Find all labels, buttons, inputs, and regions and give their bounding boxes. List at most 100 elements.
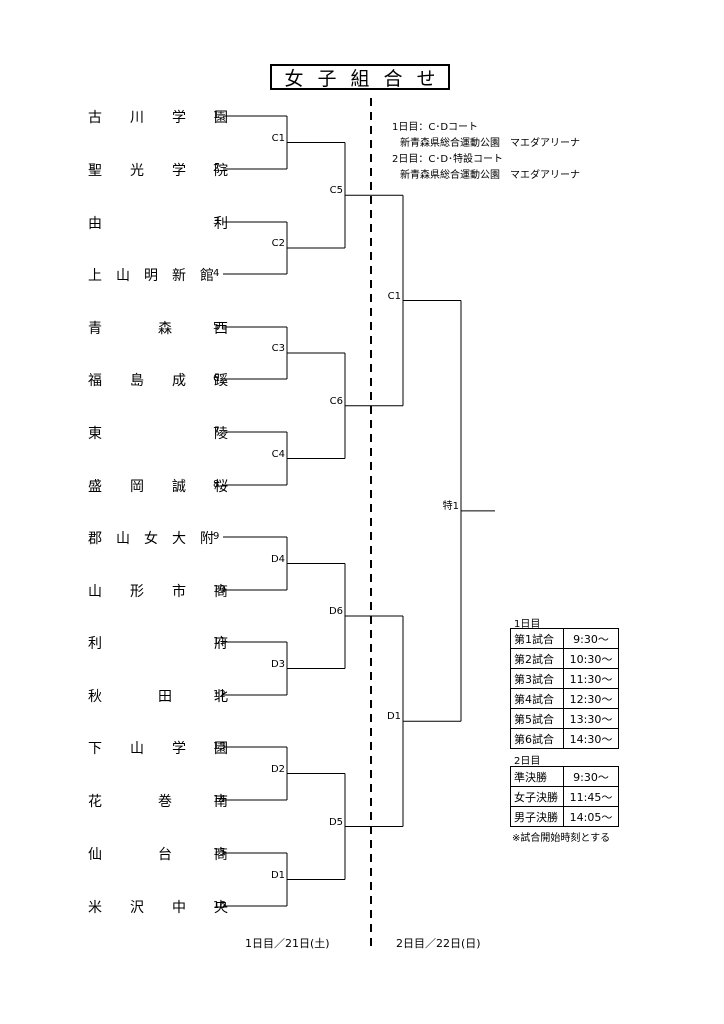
team-row: 聖 光 学 院: [88, 160, 228, 179]
day2-label: 2日目／22日(日): [396, 937, 481, 950]
team-row: 米 沢 中 央: [88, 897, 228, 916]
team-seed: 7: [213, 426, 220, 437]
team-row: 盛 岡 誠 桜: [88, 476, 228, 495]
schedule-match-label: 第1試合: [510, 628, 564, 649]
team-row: 青 森 西: [88, 318, 228, 337]
team-row: 東 陵: [88, 423, 228, 442]
team-name: 秋 田 北: [88, 689, 228, 705]
schedule-match-label: 女子決勝: [510, 786, 564, 807]
team-seed: 11: [213, 636, 226, 647]
venue-line-day2: 2日目：C･D･特設コート: [392, 154, 504, 165]
schedule-time: 13:30～: [563, 708, 619, 729]
schedule-match-label: 第5試合: [510, 708, 564, 729]
team-seed: 1: [213, 110, 220, 121]
team-name: 福 島 成 蹊: [88, 373, 228, 389]
round2-match-label: D6: [328, 606, 343, 617]
team-seed: 2: [213, 163, 220, 174]
team-name: 青 森 西: [88, 321, 228, 337]
team-name: 由 利: [88, 216, 228, 232]
venue-line-day1-place: 新青森県総合運動公園 マエダアリーナ: [400, 138, 580, 149]
team-row: 上 山 明 新 館: [88, 265, 214, 284]
schedule-match-label: 第3試合: [510, 668, 564, 689]
team-seed: 13: [213, 741, 226, 752]
schedule-time: 9:30～: [563, 766, 619, 787]
semi-match-label: C1: [387, 290, 401, 302]
team-seed: 5: [213, 321, 220, 332]
schedule-match-label: 第2試合: [510, 648, 564, 669]
schedule-note: ※試合開始時刻とする: [512, 833, 611, 844]
round1-match-label: D1: [270, 869, 285, 881]
team-seed: 3: [213, 216, 220, 227]
team-seed: 9: [213, 531, 220, 542]
schedule-match-label: 第6試合: [510, 728, 564, 749]
schedule-time: 14:05～: [563, 806, 619, 827]
schedule-time: 9:30～: [563, 628, 619, 649]
round1-match-label: D2: [270, 763, 285, 775]
venue-line-day1: 1日目：C･Dコート: [392, 122, 479, 133]
team-name: 仙 台 商: [88, 847, 228, 863]
team-name: 盛 岡 誠 桜: [88, 479, 228, 495]
day1-label: 1日目／21日(土): [245, 937, 330, 950]
team-row: 下 山 学 園: [88, 738, 228, 757]
team-seed: 14: [213, 794, 226, 805]
team-row: 花 巻 南: [88, 791, 228, 810]
schedule-match-label: 準決勝: [510, 766, 564, 787]
schedule-time: 10:30～: [563, 648, 619, 669]
page-title: 女子組合せ: [270, 64, 450, 90]
round1-match-label: C4: [271, 448, 285, 460]
round1-match-label: C3: [271, 343, 285, 354]
team-name: 郡 山 女 大 附: [88, 531, 214, 547]
team-row: 利 府: [88, 633, 228, 652]
schedule-time: 14:30～: [563, 728, 619, 749]
venue-line-day2-place: 新青森県総合運動公園 マエダアリーナ: [400, 170, 580, 181]
team-name: 下 山 学 園: [88, 741, 228, 757]
team-name: 古 川 学 園: [88, 110, 228, 126]
team-name: 山 形 市 商: [88, 584, 228, 600]
team-name: 東 陵: [88, 426, 228, 442]
team-row: 秋 田 北: [88, 686, 228, 705]
schedule-time: 11:30～: [563, 668, 619, 689]
schedule-time: 12:30～: [563, 688, 619, 709]
team-row: 仙 台 商: [88, 844, 228, 863]
team-seed: 6: [213, 373, 220, 384]
round1-match-label: C1: [271, 132, 285, 144]
team-row: 郡 山 女 大 附: [88, 528, 214, 547]
team-name: 米 沢 中 央: [88, 900, 228, 916]
schedule-time: 11:45～: [563, 786, 619, 807]
schedule-day1-title: 1日目: [514, 619, 541, 630]
team-name: 利 府: [88, 636, 228, 652]
round1-match-label: C2: [271, 238, 285, 249]
final-match-label: 特1: [442, 500, 459, 512]
team-name: 聖 光 学 院: [88, 163, 228, 179]
venue-info: 1日目：C･Dコート 新青森県総合運動公園 マエダアリーナ 2日目：C･D･特設…: [392, 120, 580, 184]
team-seed: 12: [213, 689, 226, 700]
team-name: 花 巻 南: [88, 794, 228, 810]
round2-match-label: D5: [328, 816, 343, 828]
round1-match-label: D3: [270, 658, 285, 670]
schedule-match-label: 第4試合: [510, 688, 564, 709]
team-seed: 16: [213, 900, 226, 911]
team-row: 古 川 学 園: [88, 107, 228, 126]
team-name: 上 山 明 新 館: [88, 268, 214, 284]
team-seed: 15: [213, 847, 226, 858]
team-row: 由 利: [88, 213, 228, 232]
team-row: 福 島 成 蹊: [88, 370, 228, 389]
team-seed: 4: [213, 268, 220, 279]
team-seed: 10: [213, 584, 226, 595]
round2-match-label: C5: [329, 185, 343, 197]
round2-match-label: C6: [329, 395, 343, 407]
schedule-day2-title: 2日目: [514, 756, 541, 767]
semi-match-label: D1: [386, 711, 401, 723]
round1-match-label: D4: [270, 553, 285, 565]
